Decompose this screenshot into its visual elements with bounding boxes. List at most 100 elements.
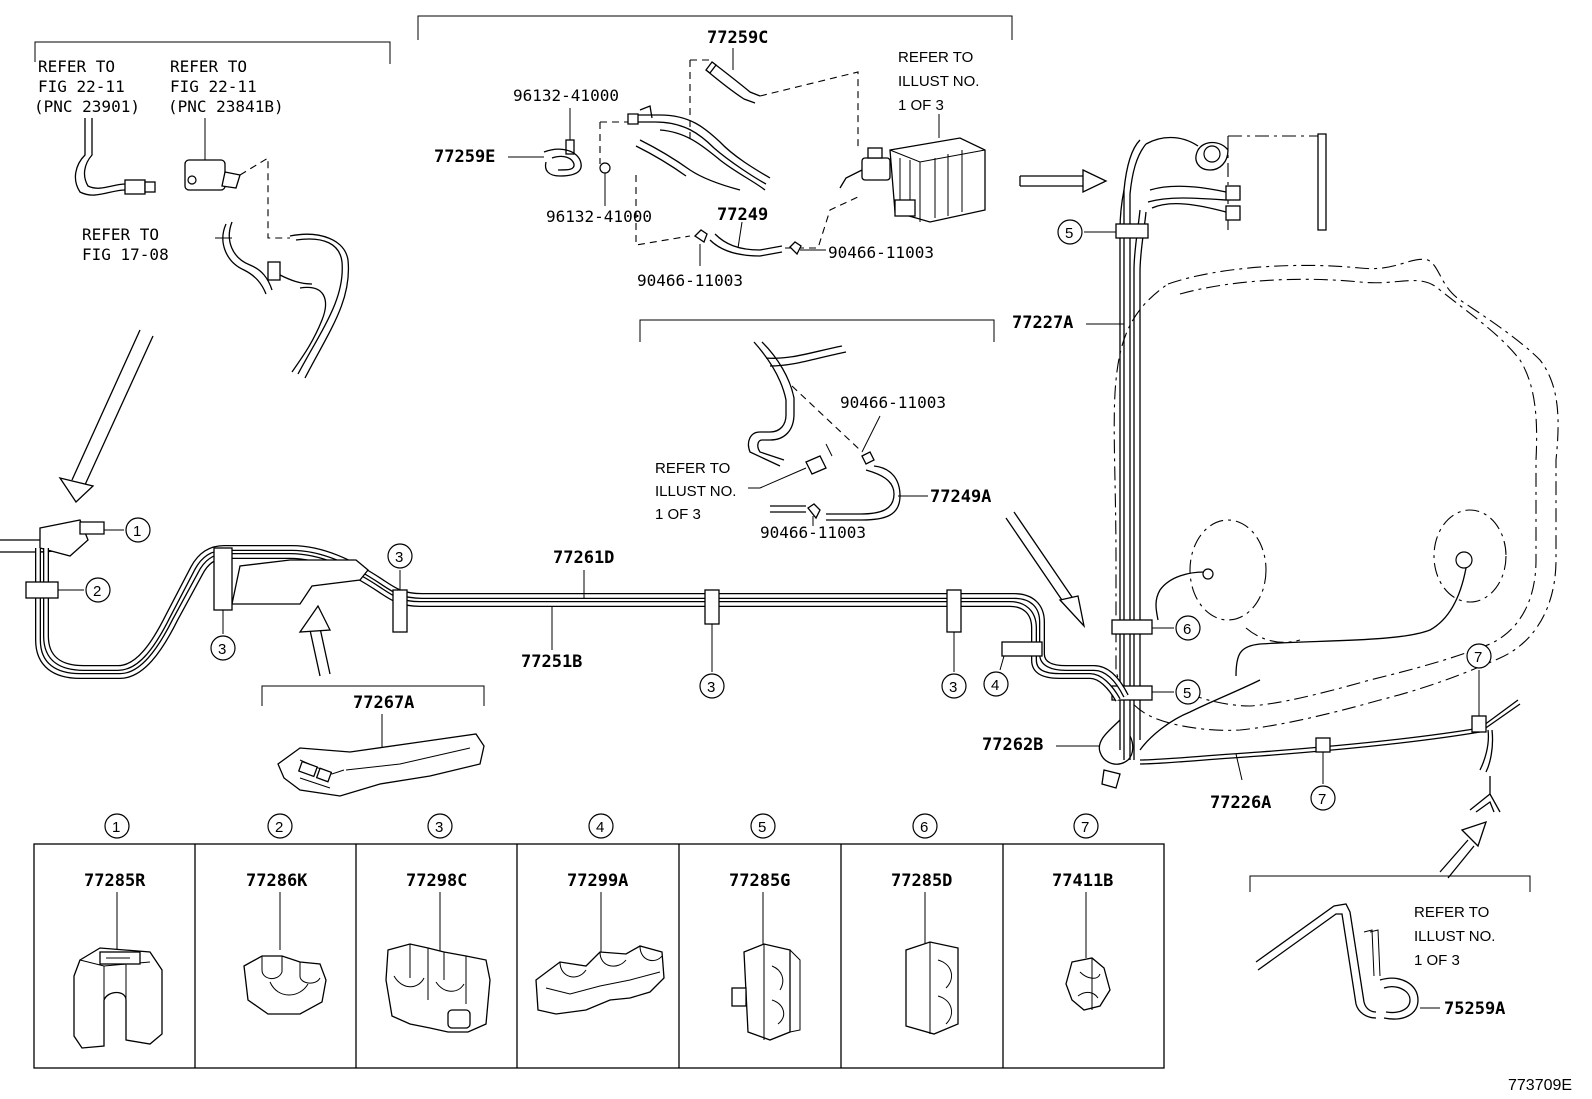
callout-number: 3: [435, 819, 443, 836]
ref-label: FIG 17-08: [82, 245, 169, 264]
ref-label: REFER TO: [1414, 904, 1489, 921]
ref-label: 1 OF 3: [1414, 952, 1460, 969]
callout-number: 2: [275, 819, 283, 836]
canister-hose-group: 77259C 96132-41000 77259E 96132-41000 77…: [417, 15, 1108, 290]
callout-3: [387, 543, 413, 569]
callout-number: 3: [395, 549, 403, 566]
callout-6: [1175, 615, 1201, 641]
illustration-id: 773709E: [1508, 1077, 1572, 1094]
callout-5: [1057, 219, 1083, 245]
ref-label: ILLUST NO.: [898, 73, 979, 90]
protector-77267A-detail: 77267A: [261, 685, 485, 797]
table-callout: 1 2 3 4 5 6 7: [104, 813, 1099, 839]
svg-text:FIG 22-11: FIG 22-11: [38, 77, 125, 96]
callout-number: 3: [949, 679, 957, 696]
part-number-77299A: 77299A: [567, 871, 628, 891]
callout-number: 3: [218, 641, 226, 658]
callout-number: 7: [1318, 791, 1326, 808]
callout-number: 1: [112, 819, 120, 836]
callout-number: 6: [920, 819, 928, 836]
callout-3: [699, 673, 725, 699]
part-number-77226A: 77226A: [1210, 793, 1271, 813]
part-number-77227A: 77227A: [1012, 313, 1073, 333]
part-number-75259A: 75259A: [1444, 999, 1505, 1019]
svg-text:ILLUST NO.: ILLUST NO.: [1414, 928, 1495, 945]
callout-number: 7: [1081, 819, 1089, 836]
part-number-77249A: 77249A: [930, 487, 991, 507]
svg-text:REFER TO: REFER TO: [655, 460, 730, 477]
callout-2: [85, 577, 111, 603]
ref-label: (PNC 23901): [34, 97, 140, 116]
callout-4: [983, 671, 1009, 697]
part-number-77286K: 77286K: [246, 871, 308, 891]
svg-text:REFER TO: REFER TO: [1414, 904, 1489, 921]
callout-number: 7: [1474, 649, 1482, 666]
part-number-77411B: 77411B: [1052, 871, 1113, 891]
callout-1: [125, 517, 151, 543]
ref-label: REFER TO: [898, 49, 973, 66]
clamp-77285R-drawing: [73, 947, 163, 1049]
ref-label: REFER TO: [170, 57, 247, 76]
ref-label: FIG 22-11: [38, 77, 125, 96]
clamp-77299A-drawing: [535, 945, 665, 1015]
svg-text:1 OF 3: 1 OF 3: [1414, 952, 1460, 969]
callout-3: [210, 635, 236, 661]
svg-text:REFER TO: REFER TO: [82, 225, 159, 244]
callout-7: [1466, 643, 1492, 669]
callout-number: 5: [1183, 685, 1191, 702]
svg-text:FIG 17-08: FIG 17-08: [82, 245, 169, 264]
clamp-77411B-drawing: [1065, 957, 1111, 1011]
svg-text:(PNC 23841B): (PNC 23841B): [168, 97, 284, 116]
callout-number: 4: [991, 677, 999, 694]
part-number-96132-41000: 96132-41000: [546, 207, 652, 226]
ref-label: ILLUST NO.: [655, 483, 736, 500]
ref-label: FIG 22-11: [170, 77, 257, 96]
callout-3: [941, 673, 967, 699]
mid-hose-group: 90466-11003 77249A REFER TO ILLUST NO. 1…: [639, 319, 1086, 629]
svg-text:(PNC 23901): (PNC 23901): [34, 97, 140, 116]
clamp-77298C-drawing: [385, 943, 491, 1033]
ref-label: REFER TO: [655, 460, 730, 477]
callout-7: [1310, 785, 1336, 811]
part-number-77261D: 77261D: [553, 548, 614, 568]
bottom-right-reference-group: REFER TO ILLUST NO. 1 OF 3 75259A: [1249, 875, 1531, 1020]
clamp-parts-table: 1 2 3 4 5 6 7 77285R 77286K 77298C 77299…: [33, 813, 1165, 1069]
svg-text:1 OF 3: 1 OF 3: [898, 97, 944, 114]
ref-label: (PNC 23841B): [168, 97, 284, 116]
ref-label: ILLUST NO.: [1414, 928, 1495, 945]
ref-label: 1 OF 3: [655, 506, 701, 523]
part-number-77285D: 77285D: [891, 871, 952, 891]
part-number-90466-11003: 90466-11003: [840, 393, 946, 412]
callout-number: 5: [1065, 225, 1073, 242]
ref-label: 1 OF 3: [898, 97, 944, 114]
part-number-77259E: 77259E: [434, 147, 495, 167]
clamp-77286K-drawing: [243, 955, 327, 1015]
fuel-tank-group: 5 77227A 6 5 77262B 77226A 7 7: [982, 133, 1559, 879]
main-fuel-pipe-run: 1 2 3 3 3 3 4: [0, 517, 1129, 702]
part-number-77267A: 77267A: [353, 693, 414, 713]
callout-number: 2: [93, 583, 101, 600]
part-number-77262B: 77262B: [982, 735, 1043, 755]
part-number-90466-11003: 90466-11003: [760, 523, 866, 542]
clamp-77285D-drawing: [905, 941, 959, 1035]
svg-text:FIG 22-11: FIG 22-11: [170, 77, 257, 96]
svg-text:ILLUST NO.: ILLUST NO.: [655, 483, 736, 500]
part-number-77285R: 77285R: [84, 871, 146, 891]
callout-number: 4: [596, 819, 604, 836]
part-number-77251B: 77251B: [521, 652, 582, 672]
part-number-77298C: 77298C: [406, 871, 467, 891]
callout-number: 6: [1183, 621, 1191, 638]
svg-text:ILLUST NO.: ILLUST NO.: [898, 73, 979, 90]
callout-number: 1: [133, 523, 141, 540]
ref-label: REFER TO: [82, 225, 159, 244]
part-number-77259C: 77259C: [707, 28, 768, 48]
clamp-77285G-drawing: [731, 943, 801, 1041]
part-number-77249: 77249: [717, 205, 768, 225]
ref-label: REFER TO: [38, 57, 115, 76]
callout-number: 5: [758, 819, 766, 836]
top-left-reference-group: REFER TO FIG 22-11 (PNC 23901) REFER TO …: [34, 41, 391, 504]
part-number-90466-11003: 90466-11003: [637, 271, 743, 290]
part-number-96132-41000: 96132-41000: [513, 86, 619, 105]
callout-5: [1175, 679, 1201, 705]
